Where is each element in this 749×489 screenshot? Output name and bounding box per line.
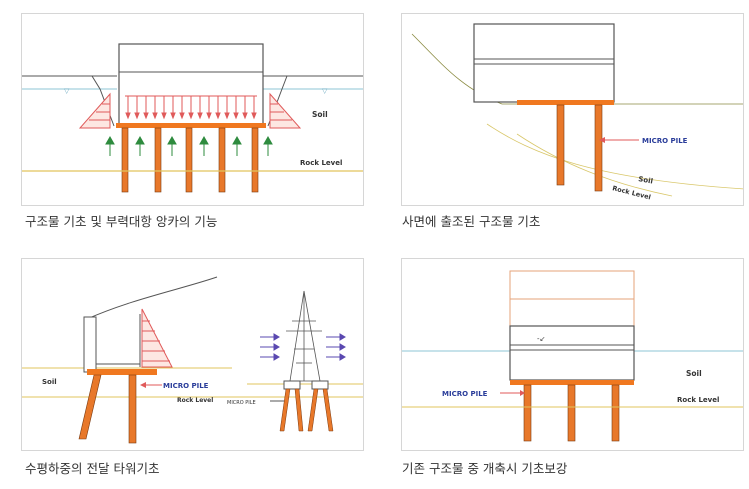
pointer-arrowhead-icon — [520, 390, 525, 396]
lateral-pressure-left — [78, 92, 111, 129]
pressure-arrowhead-icon — [143, 112, 149, 120]
retaining-wall — [83, 316, 97, 373]
footing-slab — [87, 369, 157, 375]
pressure-arrowhead-icon — [125, 112, 131, 120]
pressure-arrowhead-icon — [179, 112, 185, 120]
pressure-arrowhead-icon — [233, 112, 239, 120]
pressure-arrowhead-icon — [224, 112, 230, 120]
rock-layer-line — [516, 133, 673, 197]
micro-piles — [78, 374, 137, 444]
slope-diagram: MICRO PILE Soil Rock Level — [411, 23, 743, 201]
pressure-arrowhead-icon — [188, 112, 194, 120]
uplift-arrows — [105, 135, 273, 156]
micro-pile-small-label: MICRO PILE — [227, 400, 256, 406]
caption-slope: 사면에 출조된 구조물 기초 — [402, 214, 541, 229]
soil-label: Soil — [42, 378, 57, 386]
soil-layer-line — [486, 123, 743, 190]
lateral-pressure-right — [269, 92, 302, 129]
soil-label: Soil — [312, 110, 328, 119]
pressure-arrowhead-icon — [206, 112, 212, 120]
pointer-arrowhead-icon — [599, 137, 605, 143]
tower-diagram: Soil MICRO PILE Rock Level — [22, 276, 363, 444]
footing-slab — [116, 123, 266, 128]
soil-label: Soil — [638, 175, 654, 185]
tower-micro-piles — [279, 388, 334, 432]
pressure-arrowhead-icon — [161, 112, 167, 120]
water-symbol-icon: ▽ — [64, 87, 70, 95]
pressure-arrowhead-icon — [152, 112, 158, 120]
diagram-panel-buoyancy: ▽ ▽ — [21, 13, 364, 206]
tower-footing-right — [311, 380, 329, 390]
micro-piles — [121, 127, 259, 193]
pressure-arrowhead-icon — [197, 112, 203, 120]
buoyancy-diagram: ▽ ▽ — [22, 43, 363, 193]
diagram-panel-slope: MICRO PILE Soil Rock Level — [401, 13, 744, 206]
downward-pressure-arrows — [125, 95, 257, 120]
caption-buoyancy: 구조물 기초 및 부력대항 앙카의 기능 — [25, 214, 218, 229]
pressure-arrowhead-icon — [242, 112, 248, 120]
micro-piles — [556, 104, 603, 192]
water-symbol-icon: ▽ — [322, 87, 328, 95]
arrow-mark-icon: -↙ — [537, 335, 545, 343]
existing-structure-box — [509, 325, 635, 381]
lateral-pressure-arrows — [142, 320, 170, 362]
pressure-arrowhead-icon — [170, 112, 176, 120]
micro-pile-label: MICRO PILE — [442, 390, 488, 398]
renovation-diagram: -↙ MICRO PILE Soil Rock Level — [402, 270, 743, 442]
footing-slab — [517, 100, 614, 105]
pointer-arrowhead-icon — [140, 382, 146, 388]
rock-level-label: Rock Level — [300, 159, 342, 167]
caption-renovation: 기존 구조물 중 개축시 기초보강 — [402, 461, 568, 476]
diagram-panel-tower: Soil MICRO PILE Rock Level — [21, 258, 364, 451]
micro-pile-label: MICRO PILE — [163, 382, 209, 390]
rock-level-label: Rock Level — [612, 184, 652, 201]
lateral-pressure-triangle — [141, 308, 173, 368]
caption-tower: 수평하중의 전달 타워기초 — [25, 461, 160, 476]
pressure-arrowhead-icon — [215, 112, 221, 120]
lateral-pressure-arrows — [89, 103, 292, 121]
soil-label: Soil — [686, 369, 702, 378]
tower-footing-left — [283, 380, 301, 390]
pressure-arrowhead-icon — [134, 112, 140, 120]
footing-slab — [510, 380, 634, 385]
pressure-arrowhead-icon — [251, 112, 257, 120]
rock-level-label: Rock Level — [677, 396, 719, 404]
diagram-panel-renovation: -↙ MICRO PILE Soil Rock Level — [401, 258, 744, 451]
rock-level-label: Rock Level — [177, 397, 213, 404]
transmission-tower — [286, 290, 322, 382]
retaining-backfill-line — [86, 276, 218, 320]
structure-box — [473, 23, 615, 103]
micro-pile-label: MICRO PILE — [642, 137, 688, 145]
wind-load-arrows — [260, 333, 346, 361]
micro-piles — [523, 384, 620, 442]
